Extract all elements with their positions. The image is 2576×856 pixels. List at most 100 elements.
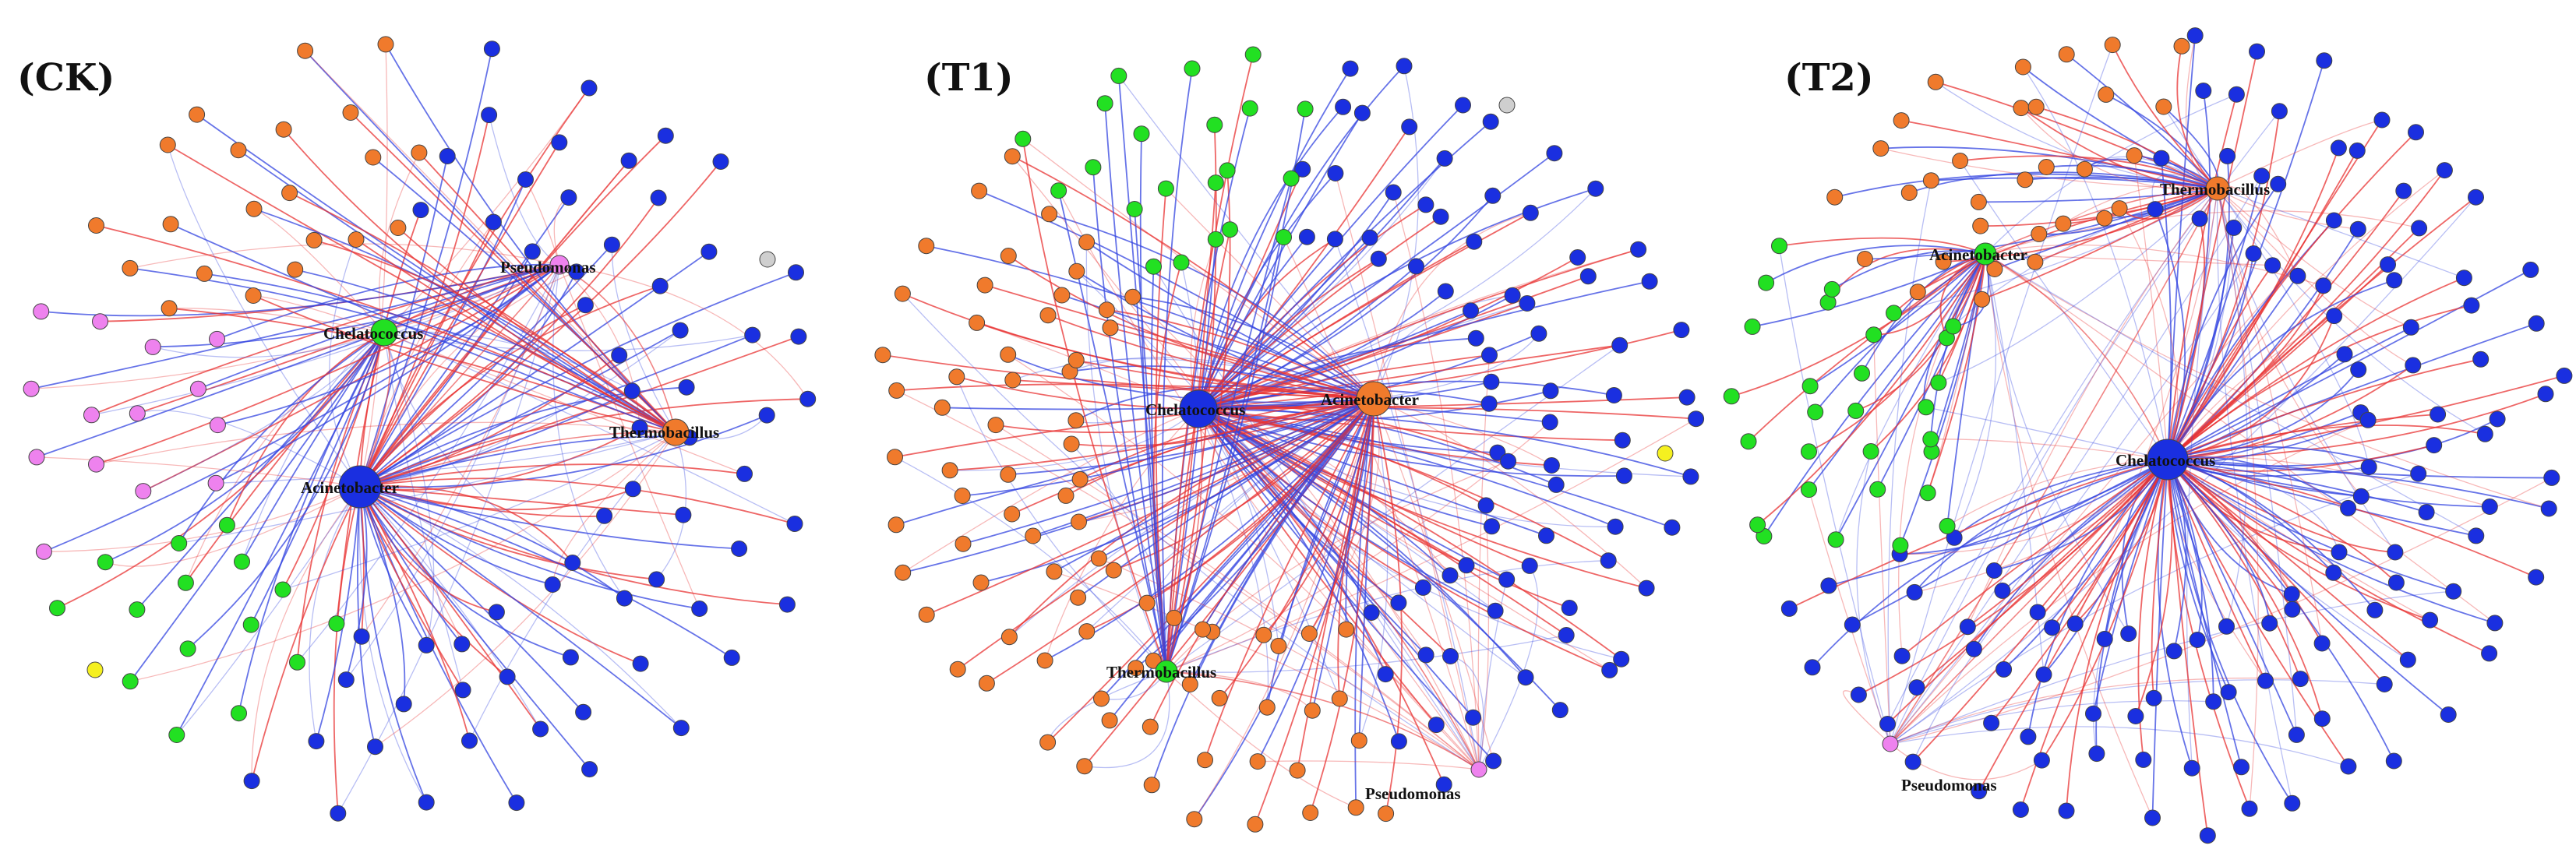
network-node-blue [532,720,549,738]
network-edge [383,331,633,392]
network-node-orange [1142,718,1159,735]
network-node-blue [524,243,541,260]
network-node-blue [2186,27,2204,44]
network-edge [1166,54,1254,672]
network-edge [1198,408,1279,646]
network-node-orange [2013,100,2030,117]
network-node-blue [2522,261,2539,278]
network-edge [359,486,463,645]
network-node-orange [894,285,911,302]
network-edge [1098,398,1374,559]
network-edge [1078,398,1374,523]
network-edge [1923,253,1986,408]
network-node-blue [1983,714,2000,731]
network-node-blue [1327,165,1344,181]
network-node-blue [2440,706,2457,723]
network-node-orange [365,149,382,166]
network-node-green [1085,159,1102,176]
network-node-orange [976,277,993,294]
network-edge [1152,266,1480,770]
network-edge [2119,188,2218,220]
network-node-blue [1417,646,1434,664]
network-node-blue [453,636,471,653]
network-edge [2167,322,2537,460]
network-node-blue [2096,630,2113,647]
network-node-green [49,600,65,617]
network-edge [251,486,361,781]
network-node-blue [1908,679,1925,696]
network-edge [1198,408,1480,770]
network-edge [1953,459,2168,539]
network-edge [2037,459,2168,613]
network-edge [355,238,676,433]
network-edge [2066,54,2218,189]
label-layer: AcinetobacterChelatococcusPseudomonasThe… [301,258,719,497]
network-node-orange [1935,253,1952,270]
network-edge [2167,170,2445,460]
hub-node [2205,176,2230,201]
network-edge [1779,237,1986,255]
network-node-green [1892,537,1909,554]
network-node-orange [342,104,359,121]
network-node-orange [887,516,905,534]
network-edge [1827,248,1986,303]
network-node-blue [2405,357,2422,374]
network-node-blue [2313,710,2331,727]
network-edge [1990,459,2168,724]
network-edge [359,486,463,645]
network-edge [1890,196,2476,745]
network-node-blue [1437,283,1454,300]
network-edge [1007,398,1374,476]
network-node-green [1801,481,1817,498]
network-edge [383,332,753,351]
network-edge [1166,229,1231,672]
network-node-blue [616,590,633,607]
network-node-blue [1485,752,1502,770]
network-edge [1132,296,1374,400]
network-node-blue [623,382,640,400]
network-node-blue [2349,220,2366,238]
network-node-blue [2468,188,2484,206]
network-node-blue [1664,519,1681,536]
network-edge [2167,456,2349,509]
network-node-green [218,516,235,534]
network-edge [1076,270,1374,400]
network-node-blue [678,379,695,396]
network-edge [1194,398,1374,820]
network-edge [1373,398,1552,467]
network-node-blue [2410,465,2427,482]
network-node-blue [1477,497,1494,514]
network-edge [359,142,560,488]
network-node-blue [353,628,370,645]
network-edge [1104,103,1167,672]
hub-label: Pseudomonas [500,258,596,277]
network-node-orange [1057,487,1075,504]
network-edge [1011,155,1374,400]
network-edge [359,390,633,488]
network-edge [1254,398,1374,825]
network-node-blue [2540,500,2557,517]
network-edge [1198,248,1639,410]
network-node-blue [650,189,667,206]
network-edge [2135,459,2173,717]
network-edge [359,486,788,605]
network-edge [1219,398,1374,699]
network-edge [1085,241,1167,672]
network-node-orange [196,265,213,282]
network-edge [359,435,690,488]
network-edge [980,398,1374,583]
network-edge [882,354,1374,400]
network-edge [1046,398,1374,743]
network-node-blue [2012,801,2029,818]
network-node-blue [1850,686,1867,703]
network-edge [1198,68,1351,410]
network-node-green [1096,95,1113,112]
hub-node [1974,242,1997,266]
network-node-blue [2288,726,2305,743]
network-node-orange [2027,253,2044,270]
hub-node [1155,660,1178,683]
network-edge [1994,459,2168,572]
network-node-blue [1498,571,1516,588]
network-edge [1166,344,1621,672]
network-node-blue [2144,809,2161,826]
